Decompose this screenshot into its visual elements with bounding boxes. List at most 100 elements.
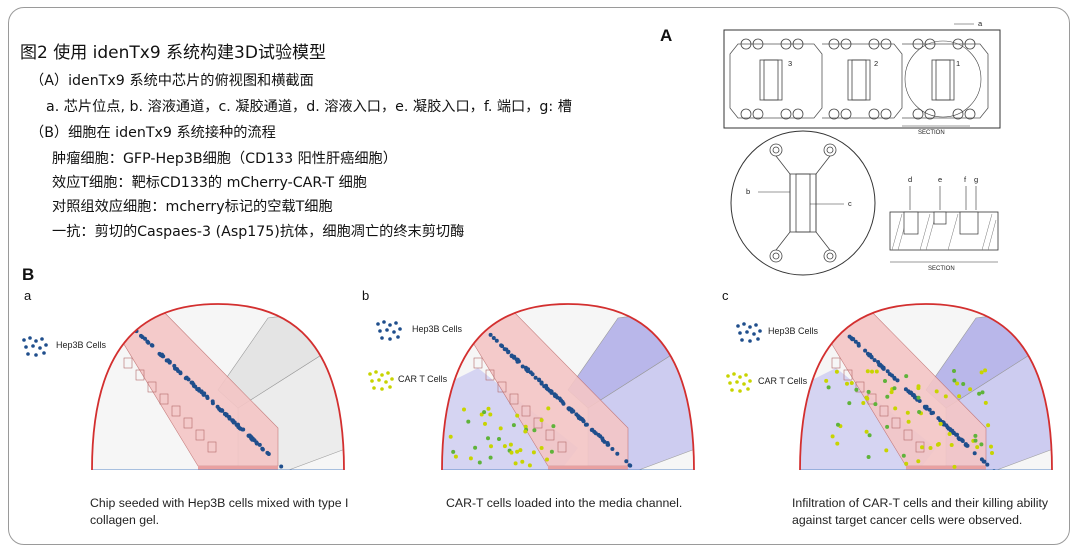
panel-a-label: A — [660, 26, 673, 45]
subpanel-c-letter: c — [722, 288, 729, 303]
hep3b-cell — [929, 411, 934, 416]
illustration-a — [91, 303, 345, 471]
hep3b-legend-dot — [756, 337, 760, 341]
hep3b-cell — [985, 462, 990, 467]
channel-post — [485, 369, 495, 381]
channel-post — [195, 429, 205, 441]
caption-a: Chip seeded with Hep3B cells mixed with … — [90, 496, 349, 527]
hep3b-cell — [217, 406, 222, 411]
cart-cell — [916, 459, 921, 464]
hep3b-cell — [210, 399, 215, 404]
cart-cell — [889, 390, 894, 395]
illustration-c — [799, 303, 1053, 471]
cart-cell — [975, 445, 980, 450]
legend-hep3b-c: Hep3B Cells — [768, 326, 819, 336]
hep3b-legend-dot — [380, 336, 384, 340]
cart-cell — [952, 378, 957, 383]
hep3b-cell — [166, 358, 171, 363]
cart-cell — [873, 402, 878, 407]
cart-legend-dot — [738, 375, 742, 379]
cart-cell — [920, 445, 924, 450]
cart-cell — [983, 400, 988, 405]
hep3b-legend-dot — [382, 320, 386, 324]
hep3b-cell — [173, 366, 178, 371]
hep3b-cell — [520, 364, 525, 369]
hep3b-cell — [145, 339, 150, 344]
legend-hep3b-dots-a — [22, 336, 48, 357]
cart-cell — [892, 386, 897, 391]
hep3b-legend-dot — [398, 327, 402, 331]
cart-cell — [938, 421, 943, 426]
cart-legend-dot — [374, 370, 378, 374]
hep3b-cell — [230, 418, 235, 423]
hep3b-cell — [545, 386, 550, 391]
cart-cell — [928, 446, 933, 450]
label-e: e — [938, 175, 942, 184]
cart-cell — [980, 390, 985, 395]
label-d: d — [908, 175, 912, 184]
cart-legend-dot — [732, 372, 736, 376]
cart-cell — [523, 429, 528, 434]
hep3b-legend-dot — [24, 345, 28, 349]
cart-cell — [518, 448, 523, 453]
cart-cell — [885, 424, 890, 429]
cart-cell — [935, 442, 940, 447]
cart-cell — [830, 434, 835, 439]
hep3b-cell — [558, 398, 563, 403]
chip-cross-section-diagram: d e f g SECTION — [889, 175, 999, 272]
cart-cell — [870, 369, 874, 374]
cart-cell — [947, 432, 952, 436]
cart-cell — [952, 464, 957, 469]
legend-cart-dots-c — [726, 372, 752, 393]
hep3b-cell — [509, 354, 514, 359]
cart-cell — [551, 424, 556, 429]
gel-channel-front — [906, 466, 986, 470]
hep3b-cell — [868, 352, 873, 357]
channel-post — [915, 441, 925, 453]
cart-cell — [835, 441, 840, 446]
hep3b-legend-dot — [34, 353, 38, 357]
channel-post — [533, 417, 543, 429]
hep3b-cell — [960, 438, 965, 443]
caption-line-6: 对照组效应细胞：mcherry标记的空载T细胞 — [52, 199, 333, 215]
cart-cell — [513, 461, 518, 466]
illustration-content — [800, 304, 1052, 470]
channel-post — [159, 393, 169, 405]
cart-cell — [520, 459, 525, 464]
hep3b-cell — [266, 452, 271, 456]
hep3b-cell — [186, 377, 191, 382]
cart-cell — [531, 450, 536, 455]
subpanel-b-letter: b — [362, 288, 370, 303]
channel-post — [509, 393, 519, 405]
hep3b-cell — [250, 436, 255, 441]
cart-cell — [515, 449, 520, 454]
hep3b-cell — [160, 352, 164, 357]
hep3b-cell — [515, 357, 520, 362]
hep3b-cell — [537, 378, 542, 383]
hep3b-cell — [238, 426, 243, 431]
label-a: a — [978, 19, 983, 28]
hep3b-legend-dot — [388, 323, 392, 327]
hep3b-cell — [226, 414, 231, 419]
channel-post — [521, 405, 531, 417]
hep3b-cell — [568, 407, 573, 412]
hep3b-legend-dot — [752, 332, 756, 336]
cart-cell — [477, 460, 482, 465]
hep3b-legend-dot — [742, 322, 746, 326]
cart-cell — [973, 433, 978, 438]
cart-cell — [989, 444, 993, 449]
channel-post — [207, 441, 217, 453]
hep3b-cell — [895, 378, 900, 383]
legend-hep3b-dots-b — [376, 320, 402, 341]
channel-post — [831, 357, 841, 369]
caption-line-3: （B）细胞在 idenTx9 系统接种的流程 — [30, 125, 276, 141]
cart-cell — [866, 389, 871, 394]
label-g: g — [974, 175, 978, 184]
hep3b-cell — [139, 333, 143, 338]
cart-cell — [508, 442, 513, 447]
caption-line-4: 肿瘤细胞：GFP-Hep3B细胞（CD133 阳性肝癌细胞） — [52, 151, 397, 167]
panel-b-label: B — [22, 265, 35, 284]
cart-cell — [849, 381, 854, 385]
illustration-content — [92, 304, 344, 470]
hep3b-legend-dot — [38, 346, 42, 350]
